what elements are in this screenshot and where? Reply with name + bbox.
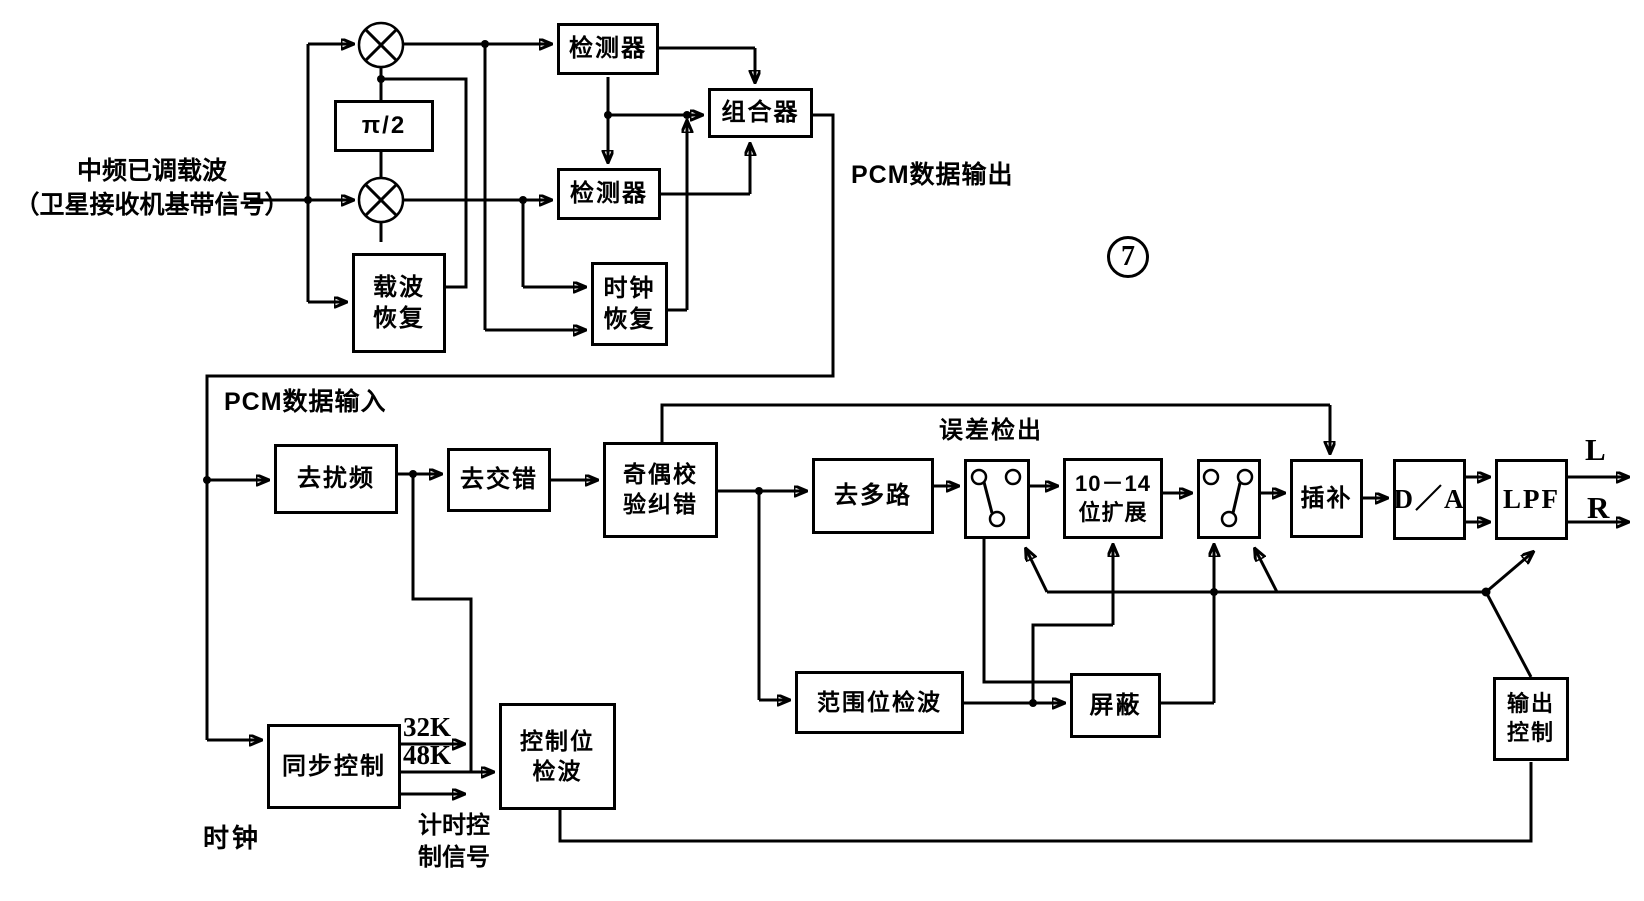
mixer-q-icon bbox=[357, 176, 405, 224]
block-label: 去交错 bbox=[460, 466, 538, 494]
block-label: 屏蔽 bbox=[1089, 691, 1142, 719]
carrier-recovery-block: 载波 恢复 bbox=[352, 253, 446, 353]
range-bit-detector-block: 范围位检波 bbox=[795, 671, 964, 734]
block-label: LPF bbox=[1503, 483, 1560, 514]
figure-number: 7 bbox=[1121, 241, 1135, 272]
pcm-data-input-label: PCM数据输入 bbox=[224, 388, 387, 416]
block-label: 时钟 bbox=[603, 274, 656, 302]
mixer-i-icon bbox=[357, 21, 405, 69]
block-label: 控制位 bbox=[520, 727, 595, 754]
block-label: 控制 bbox=[1506, 720, 1555, 745]
clock-recovery-block: 时钟 恢复 bbox=[591, 262, 668, 346]
error-detection-label: 误差检出 bbox=[939, 417, 1043, 444]
if-input-line2: （卫星接收机基带信号） bbox=[14, 190, 290, 219]
block-label: 恢复 bbox=[603, 306, 656, 333]
mask-block: 屏蔽 bbox=[1070, 673, 1161, 738]
demultiplexer-block: 去多路 bbox=[812, 458, 934, 534]
timing-control-line1: 计时控 bbox=[418, 812, 490, 839]
block-label: 10－14 bbox=[1075, 470, 1151, 496]
interpolator-block: 插补 bbox=[1290, 459, 1363, 538]
pcm-data-output-label: PCM数据输出 bbox=[851, 161, 1014, 189]
block-label: 输出 bbox=[1506, 691, 1555, 717]
block-label: π/2 bbox=[361, 112, 407, 140]
detector-q-block: 检测器 bbox=[557, 168, 661, 220]
lpf-block: LPF bbox=[1495, 459, 1568, 540]
descrambler-block: 去扰频 bbox=[274, 444, 398, 514]
block-label: 组合器 bbox=[721, 99, 800, 127]
parity-check-corrector-block: 奇偶校 验纠错 bbox=[603, 442, 718, 538]
block-label: 恢复 bbox=[373, 305, 425, 332]
figure-number-badge: 7 bbox=[1107, 236, 1149, 278]
block-label: 奇偶校 bbox=[623, 461, 698, 488]
block-label: 去多路 bbox=[834, 482, 912, 510]
control-bit-detector-block: 控制位 检波 bbox=[499, 703, 616, 810]
timing-control-label: 计时控 制信号 bbox=[400, 810, 508, 875]
block-label: 去扰频 bbox=[297, 465, 375, 493]
block-label: 检波 bbox=[532, 757, 583, 784]
phase-shifter-block: π/2 bbox=[334, 100, 434, 152]
block-label: 载波 bbox=[373, 273, 425, 301]
block-label: 验纠错 bbox=[623, 491, 698, 517]
clock-label: 时钟 bbox=[203, 823, 262, 853]
error-switch-2 bbox=[1197, 459, 1261, 539]
right-channel-label: R bbox=[1587, 490, 1610, 525]
rate-48k-label: 48K bbox=[403, 740, 452, 770]
bit-expander-block: 10－14 位扩展 bbox=[1063, 458, 1163, 539]
sync-control-block: 同步控制 bbox=[267, 724, 401, 809]
dac-block: D／A bbox=[1393, 459, 1466, 540]
timing-control-line2: 制信号 bbox=[418, 844, 490, 872]
combiner-block: 组合器 bbox=[708, 88, 813, 138]
if-input-line1: 中频已调载波 bbox=[76, 157, 227, 185]
detector-i-block: 检测器 bbox=[557, 23, 659, 75]
block-label: 范围位检波 bbox=[817, 688, 942, 715]
deinterleaver-block: 去交错 bbox=[447, 448, 551, 512]
left-channel-label: L bbox=[1585, 432, 1606, 467]
block-label: 检测器 bbox=[569, 35, 647, 63]
error-switch-1 bbox=[964, 459, 1030, 539]
block-label: 位扩展 bbox=[1078, 499, 1148, 525]
if-input-label: 中频已调载波 （卫星接收机基带信号） bbox=[4, 155, 300, 223]
rate-32k-label: 32K bbox=[403, 712, 452, 742]
block-label: 检测器 bbox=[570, 180, 648, 208]
block-label: D／A bbox=[1393, 483, 1466, 514]
output-control-block: 输出 控制 bbox=[1493, 677, 1569, 761]
block-label: 同步控制 bbox=[282, 752, 386, 780]
block-label: 插补 bbox=[1300, 484, 1353, 512]
